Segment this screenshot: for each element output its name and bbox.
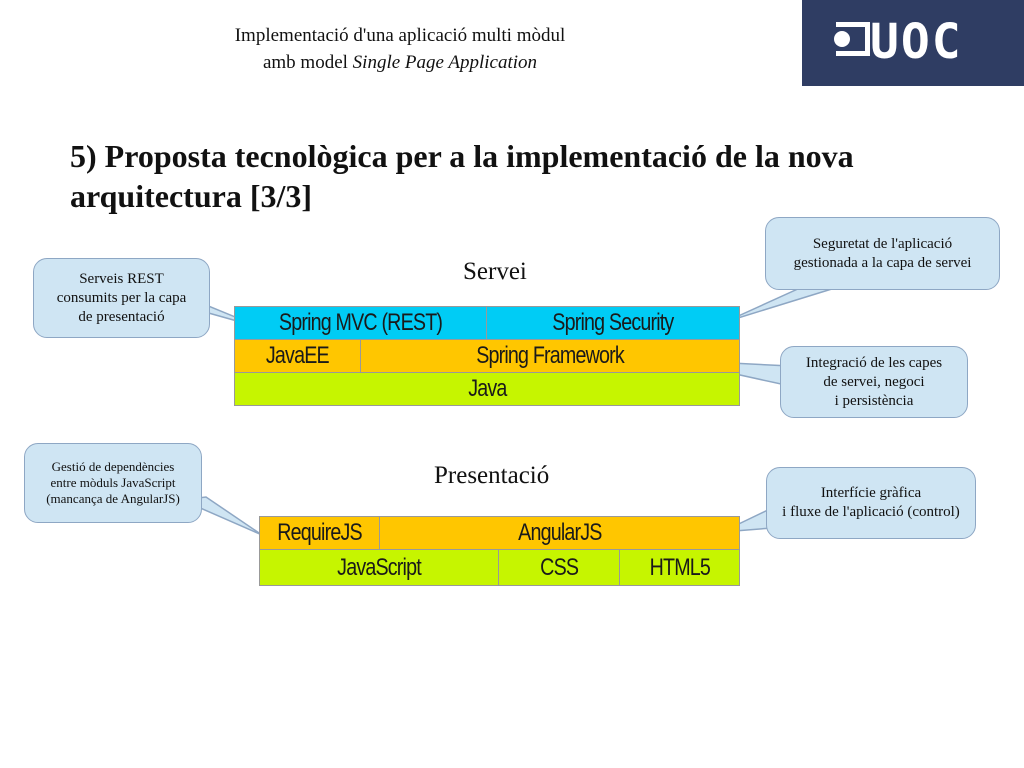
callout-rest-services: Serveis REST consumits per la capa de pr… bbox=[33, 258, 210, 338]
callout-interface-line-2: i fluxe de l'aplicació (control) bbox=[782, 504, 960, 520]
uoc-logo-text: UOC bbox=[870, 14, 963, 70]
block-angularjs: AngularJS bbox=[379, 516, 740, 550]
callout-dependencies-line-1: Gestió de dependències bbox=[51, 459, 175, 474]
header-line-1: Implementació d'una aplicació multi mòdu… bbox=[234, 25, 566, 46]
callout-integration: Integració de les capes de servei, negoc… bbox=[780, 346, 968, 418]
uoc-logo-bracket-icon bbox=[836, 22, 870, 56]
callout-integration-line-2: de servei, negoci bbox=[823, 373, 925, 390]
callout-dependencies-line-2: entre mòduls JavaScript bbox=[50, 475, 176, 490]
callout-security: Seguretat de l'aplicació gestionada a la… bbox=[765, 217, 1000, 290]
callout-integration-line-3: i persistència bbox=[834, 392, 914, 409]
callout-rest-line-1: Serveis REST bbox=[79, 270, 164, 287]
header-title: Implementació d'una aplicació multi mòdu… bbox=[150, 22, 650, 76]
slide-title: 5) Proposta tecnològica per a la impleme… bbox=[70, 138, 854, 214]
block-html5: HTML5 bbox=[619, 549, 740, 586]
callout-integration-line-1: Integració de les capes bbox=[805, 354, 943, 371]
callout-security-line-1: Seguretat de l'aplicació bbox=[812, 235, 953, 252]
block-spring-framework: Spring Framework bbox=[360, 339, 740, 373]
uoc-logo-dot-icon bbox=[834, 31, 850, 47]
servei-label: Servei bbox=[463, 258, 527, 285]
callout-dependencies: Gestió de dependències entre mòduls Java… bbox=[24, 443, 202, 523]
callout-rest-line-3: de presentació bbox=[78, 308, 165, 325]
block-css: CSS bbox=[498, 549, 620, 586]
header-line-2-prefix: amb model bbox=[262, 52, 353, 73]
header-line-2: amb model Single Page Application bbox=[150, 49, 650, 76]
callout-tail-security bbox=[724, 287, 836, 323]
callout-dependencies-line-3: (mancança de AngularJS) bbox=[46, 491, 180, 506]
header-line-2-italic: Single Page Application bbox=[352, 52, 538, 73]
block-spring-mvc-rest: Spring MVC (REST) bbox=[234, 306, 487, 340]
block-java: Java bbox=[234, 372, 740, 406]
callout-interface-line-1: Interfície gràfica bbox=[820, 485, 922, 501]
block-requirejs: RequireJS bbox=[259, 516, 380, 550]
callout-security-line-2: gestionada a la capa de servei bbox=[793, 254, 972, 271]
block-spring-security: Spring Security bbox=[486, 306, 740, 340]
presentacio-label: Presentació bbox=[434, 462, 550, 489]
block-javascript: JavaScript bbox=[259, 549, 499, 586]
callout-interface: Interfície gràfica i fluxe de l'aplicaci… bbox=[766, 467, 976, 539]
callout-rest-line-2: consumits per la capa bbox=[56, 289, 187, 306]
block-javaee: JavaEE bbox=[234, 339, 361, 373]
